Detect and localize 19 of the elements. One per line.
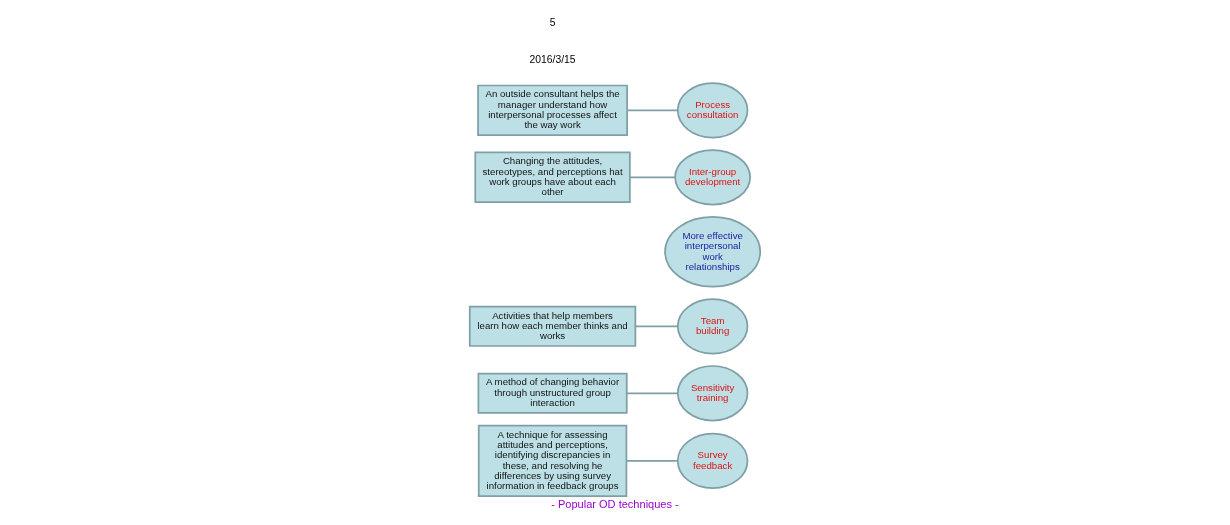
node-box: A method of changing behavior through unstructured group interaction xyxy=(477,372,628,414)
node-ellipse: Process consultation xyxy=(676,82,749,139)
connector xyxy=(626,109,679,112)
label: 2016/3/15 xyxy=(529,54,576,66)
node-ellipse: Team building xyxy=(676,298,749,355)
node-ellipse: Survey feedback xyxy=(676,432,749,489)
connector xyxy=(629,176,677,179)
caption: - Popular OD techniques - xyxy=(551,497,679,510)
label: 5 xyxy=(549,16,556,28)
node-box: Changing the attitudes, stereotypes, and perceptions hat work groups have about each other xyxy=(474,151,631,203)
node-ellipse: Inter-group development xyxy=(674,149,751,206)
connector xyxy=(625,392,679,395)
node-box: Activities that help members learn how each member thinks and works xyxy=(468,305,637,347)
node-box: An outside consultant helps the manager understand how interpersonal processes affect the way work xyxy=(477,84,628,137)
connector xyxy=(634,325,679,328)
node-box: A technique for assessing attitudes and perceptions, identifying discrepancies in these, and resolving he differences by using survey information in feedback groups xyxy=(477,424,628,497)
connector xyxy=(625,460,679,462)
node-ellipse: More effective interpersonal work relationships xyxy=(664,216,762,288)
node-ellipse: Sensitivity training xyxy=(676,365,749,422)
